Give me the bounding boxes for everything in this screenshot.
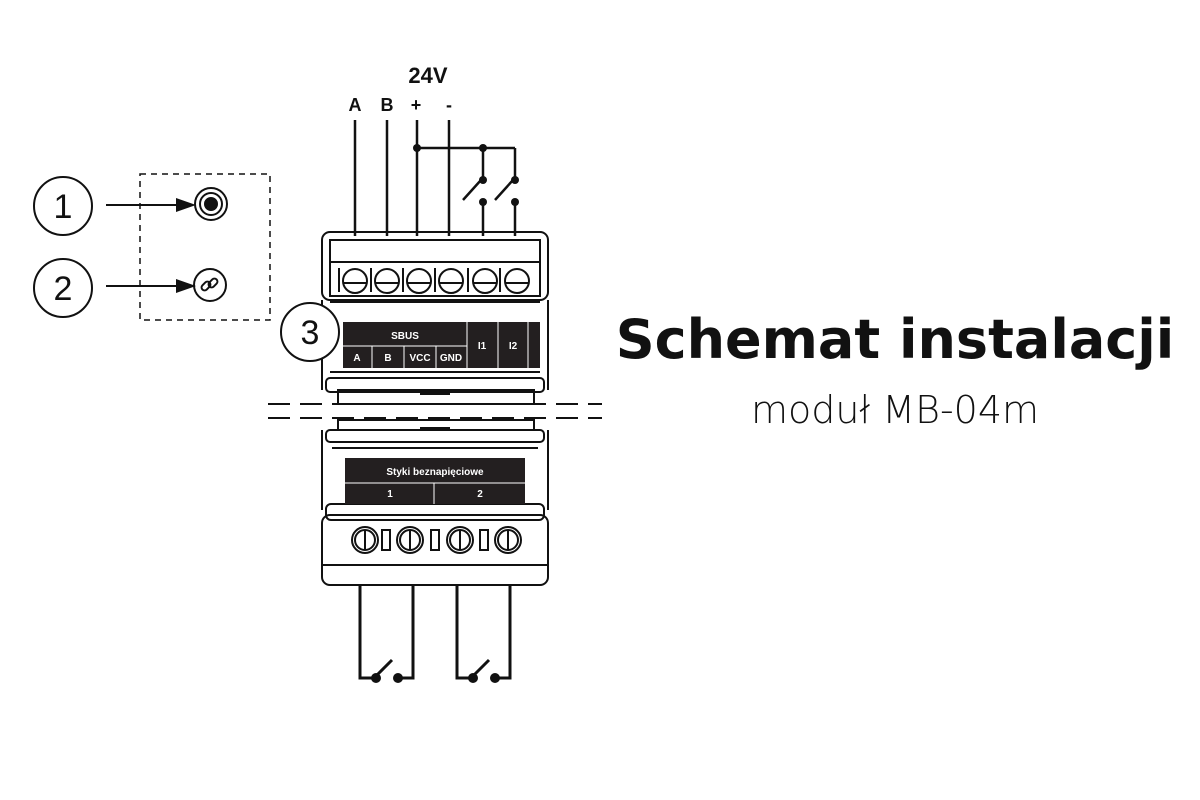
- callout-1-circle: [33, 176, 93, 236]
- module-upper-body: [321, 231, 549, 405]
- contact-dots: [371, 673, 500, 683]
- callout-3-circle: [280, 302, 340, 362]
- diagram-subtitle: moduł MB-04m: [750, 388, 1040, 432]
- sbus-a-label: A: [353, 353, 360, 364]
- contact-2-label: 2: [477, 489, 483, 500]
- junction-dots: [413, 144, 519, 206]
- sbus-b-label: B: [384, 353, 391, 364]
- callout-1-number: 1: [54, 188, 73, 226]
- contacts-label-panel: [345, 458, 525, 504]
- top-wires: [353, 120, 517, 236]
- wire-b-label: B: [381, 95, 394, 115]
- link-button-icon: [193, 268, 227, 302]
- sbus-label-panel: [343, 322, 540, 368]
- bottom-terminal-screws: [351, 526, 522, 554]
- break-lines: [268, 403, 602, 419]
- callout-3-number: 3: [301, 314, 320, 352]
- input-i1-label: I1: [478, 341, 487, 352]
- bottom-wires: [358, 585, 512, 680]
- diagram-title: Schemat instalacji: [615, 308, 1175, 371]
- led-button-area: [139, 173, 271, 321]
- wire-a-label: A: [349, 95, 362, 115]
- wire-plus-label: +: [411, 95, 422, 115]
- indicator-led-icon: [194, 187, 228, 221]
- callout-2-circle: [33, 258, 93, 318]
- top-terminal-screws: [338, 268, 530, 294]
- sbus-vcc-label: VCC: [409, 353, 430, 364]
- input-i2-label: I2: [509, 341, 518, 352]
- contacts-label: Styki beznapięciowe: [386, 467, 484, 478]
- callout-2-number: 2: [54, 270, 73, 308]
- contact-1-label: 1: [387, 489, 393, 500]
- supply-voltage-label: 24V: [408, 63, 447, 88]
- sbus-gnd-label: GND: [440, 353, 462, 364]
- wire-minus-label: -: [446, 95, 452, 115]
- sbus-label: SBUS: [391, 331, 419, 342]
